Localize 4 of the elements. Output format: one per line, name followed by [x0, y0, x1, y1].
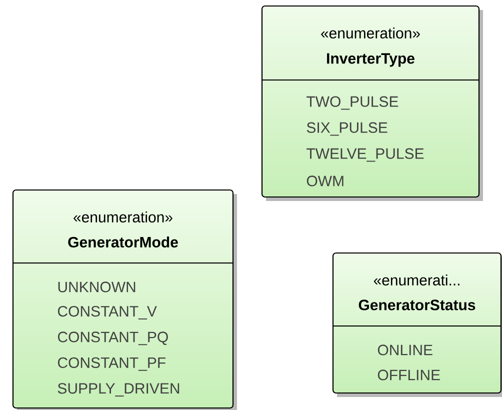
enum-literal: OFFLINE: [378, 370, 440, 380]
enum-literal: ONLINE: [378, 344, 432, 356]
class-name: GeneratorStatus: [358, 300, 476, 310]
stereotype-label: «enumerati...: [374, 274, 460, 286]
